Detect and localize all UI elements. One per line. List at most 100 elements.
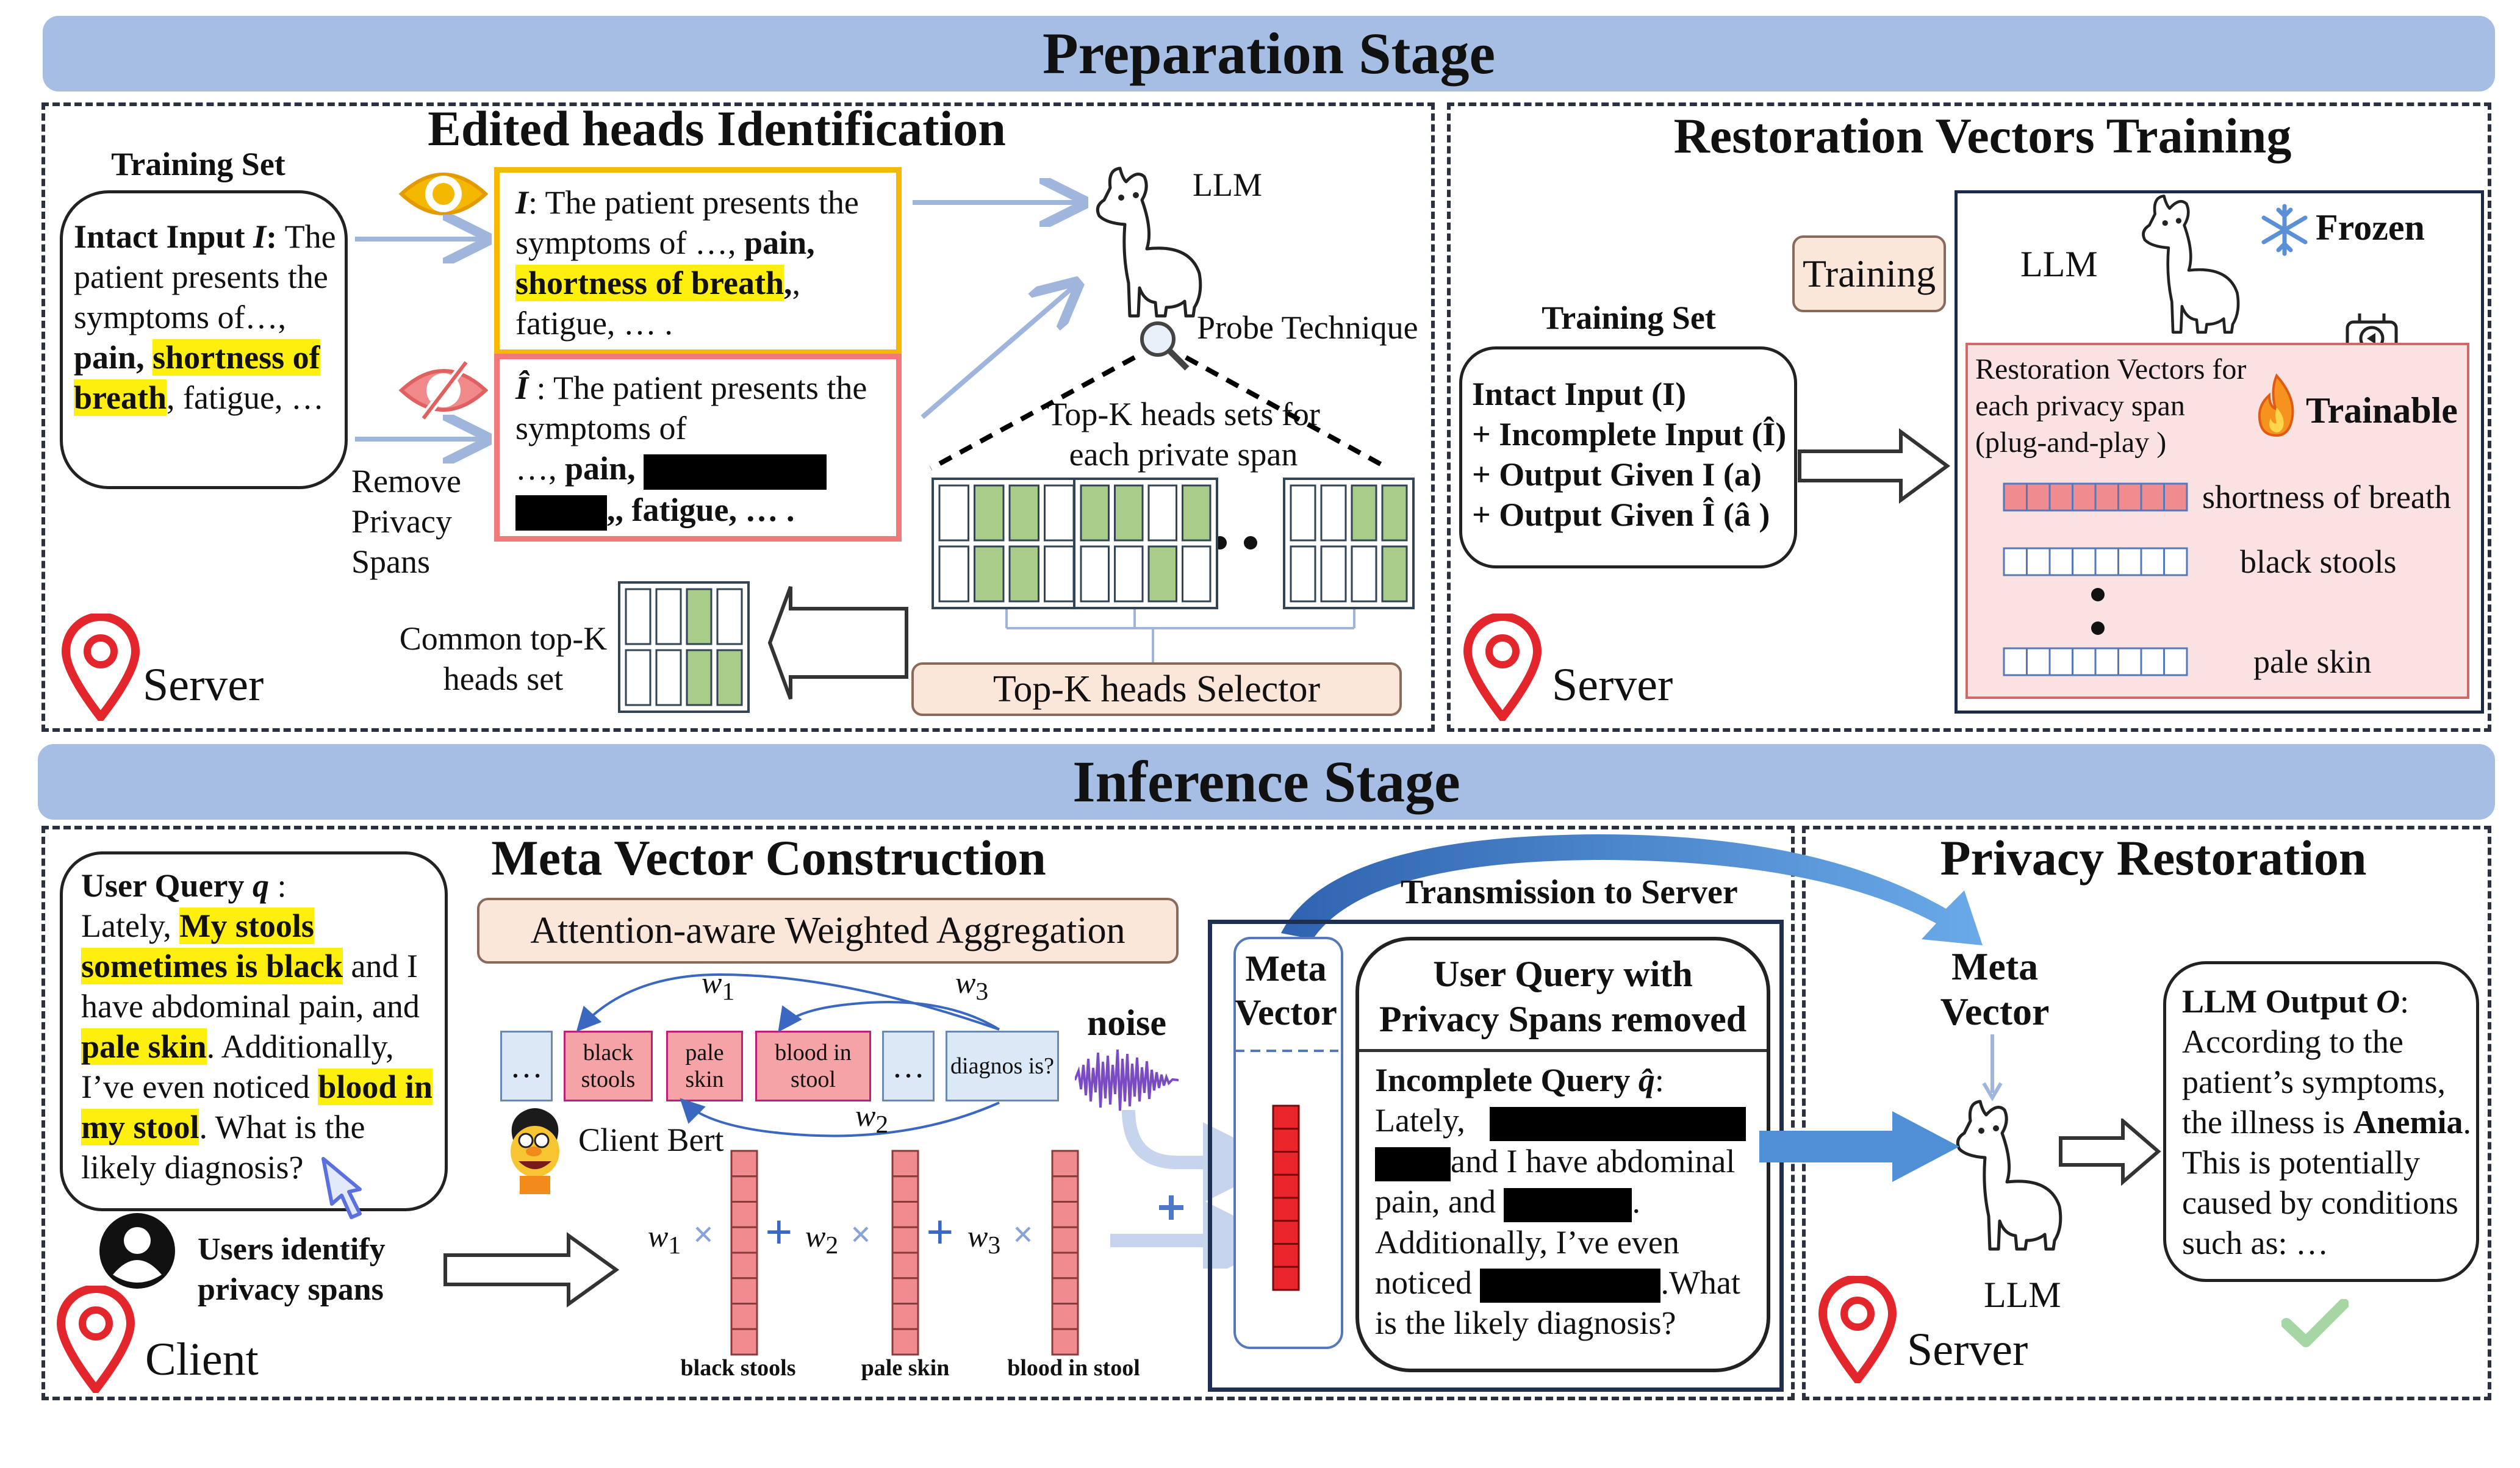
- vector-cell: [2026, 482, 2051, 512]
- frozen-label: Frozen: [2316, 207, 2425, 248]
- vector-cell: [2072, 647, 2097, 676]
- alpaca-icon: [1956, 1100, 2062, 1251]
- token: …: [500, 1031, 553, 1101]
- preparation-stage-banner: Preparation Stage: [43, 16, 2495, 91]
- hollow-arrow-right: [443, 1232, 620, 1308]
- vector-cell: [1272, 1197, 1300, 1222]
- vector-cell: [891, 1303, 919, 1330]
- attention-head: [974, 484, 1005, 542]
- vector-cell: [2094, 547, 2119, 576]
- llm-output-label: LLM Output: [2182, 983, 2368, 1020]
- llm-output-text: According to the patient’s symptoms, the…: [2182, 1023, 2446, 1140]
- meta-vector-label: Meta Vector: [1235, 948, 1337, 1033]
- common-topk-label: Common top-K heads set: [399, 620, 608, 697]
- ellipsis-dots: [2091, 588, 2105, 635]
- vector-cell: [730, 1277, 758, 1305]
- down-arrow: [1982, 1034, 2003, 1101]
- box1-highlight: shortness of breath: [515, 265, 784, 301]
- vector-cell: [2140, 482, 2165, 512]
- attention-head: [1182, 545, 1212, 603]
- client-label: Client: [145, 1334, 259, 1385]
- training-line: + Output Given Î (â ): [1472, 496, 1770, 533]
- vector-cell: [2163, 647, 2188, 676]
- probe-technique-label: Probe Technique: [1197, 309, 1418, 346]
- restoration-server-label: Server: [1552, 659, 1673, 711]
- alpaca-icon: [1096, 166, 1202, 318]
- incomplete-line: noticed: [1375, 1264, 1472, 1301]
- query-removed-box: User Query with Privacy Spans removed In…: [1355, 937, 1770, 1372]
- attention-head: [686, 649, 713, 706]
- attention-head: [1147, 545, 1177, 603]
- alpaca-icon: [2142, 195, 2240, 334]
- intact-input-label: Intact Input: [74, 218, 245, 255]
- times-sign: ×: [693, 1214, 714, 1255]
- vector-cell: [2026, 647, 2051, 676]
- attention-head: [1044, 484, 1075, 542]
- vector-cell: [1272, 1151, 1300, 1176]
- ernie-avatar-icon: [511, 1108, 559, 1194]
- topk-selector-box: Top-K heads Selector: [911, 662, 1402, 716]
- aggregation-box: Attention-aware Weighted Aggregation: [477, 898, 1179, 964]
- llm-output-var: O: [2376, 983, 2400, 1020]
- box1-var: I: [515, 184, 529, 221]
- query-text: and I have abdominal pain, and: [81, 948, 420, 1025]
- query-highlight: pale skin: [81, 1028, 207, 1065]
- incomplete-line: Additionally, I’ve even: [1375, 1223, 1679, 1261]
- times-sign: ×: [1013, 1214, 1034, 1255]
- restoration-vector-label: pale skin: [2253, 643, 2372, 680]
- incomplete-line: and I have abdominal: [1451, 1142, 1736, 1180]
- query-text: . What is the likely diagnosis?: [81, 1109, 365, 1186]
- location-pin-icon: [61, 614, 140, 721]
- attention-head: [1320, 484, 1347, 542]
- intact-input-rest: , fatigue, …: [167, 379, 324, 416]
- attention-head: [625, 649, 652, 706]
- remove-privacy-label: Remove Privacy Spans: [351, 463, 461, 580]
- server-label: Server: [143, 659, 264, 711]
- attention-head: [1080, 484, 1110, 542]
- intact-input-text: The patient presents the symptoms of…,: [74, 218, 336, 335]
- vector-cell: [2163, 547, 2188, 576]
- big-blue-arrow: [1759, 1111, 1959, 1182]
- vector-cell: [891, 1150, 919, 1178]
- intact-input-pain: pain,: [74, 339, 145, 376]
- box1-rest: , fatigue, … .: [515, 265, 801, 342]
- heads-set-2: [1072, 477, 1219, 610]
- vector-cell: [2163, 482, 2188, 512]
- attention-head: [1114, 545, 1144, 603]
- attention-head: [1351, 545, 1377, 603]
- vector-cell: [730, 1251, 758, 1280]
- token: blood in stool: [755, 1031, 871, 1101]
- plus-sign: +: [765, 1206, 793, 1259]
- redaction-block: [515, 495, 607, 531]
- attention-head: [1147, 484, 1177, 542]
- query-text: Lately,: [81, 908, 171, 944]
- attention-head: [1381, 545, 1408, 603]
- attention-head: [1381, 484, 1408, 542]
- vector-cell: [2140, 547, 2165, 576]
- common-heads-set: [617, 581, 750, 714]
- token: black stools: [564, 1031, 653, 1101]
- user-query-box: User Query q : Lately, My stools sometim…: [60, 851, 448, 1211]
- box2-rest: , fatigue, … .: [615, 491, 795, 528]
- user-query-var: q: [252, 867, 269, 904]
- attention-head: [1320, 545, 1347, 603]
- attention-head: [1008, 545, 1039, 603]
- attention-head: [716, 588, 743, 645]
- meta-vector-panel: [41, 826, 1795, 1400]
- attention-head: [655, 649, 682, 706]
- vector-cell: [891, 1175, 919, 1203]
- redaction-block: [1480, 1269, 1661, 1303]
- trainable-label: Trainable: [2306, 390, 2458, 431]
- fire-icon: [2258, 373, 2294, 437]
- intact-input-var: I: [253, 218, 267, 255]
- privacy-restoration-panel: [1802, 826, 2491, 1400]
- restoration-vector-row: [2002, 646, 2189, 677]
- attention-head: [716, 649, 743, 706]
- attention-head: [655, 588, 682, 645]
- attention-arcs: [576, 973, 1000, 1137]
- box2-pain: pain,: [565, 450, 636, 487]
- incomplete-query-var: q̂: [1638, 1062, 1655, 1098]
- llm-output-bold: Anemia: [2353, 1104, 2463, 1140]
- weight-label: w3: [955, 965, 989, 1006]
- attention-head: [1290, 545, 1316, 603]
